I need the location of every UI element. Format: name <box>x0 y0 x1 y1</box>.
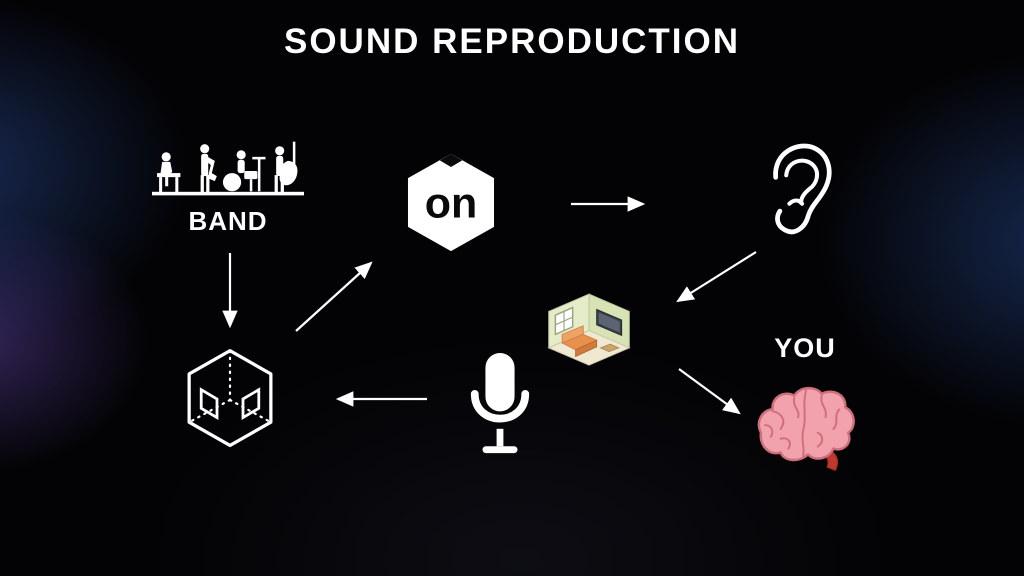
arrow-listening-room-to-brain <box>678 368 741 415</box>
band-node <box>152 138 304 198</box>
ear-node <box>763 137 839 243</box>
on-logo-cube-icon: on <box>407 153 495 252</box>
slide-title: SOUND REPRODUCTION <box>283 22 741 61</box>
arrow-room-model-to-logo <box>295 261 373 332</box>
on-logo-node: on <box>404 152 498 253</box>
room-model-node <box>183 347 277 451</box>
you-label: YOU <box>774 333 836 363</box>
microphone-icon <box>470 353 530 454</box>
band-silhouette-icon <box>152 141 304 196</box>
microphone-node <box>466 348 534 462</box>
ear-icon <box>773 143 832 235</box>
brain-icon <box>757 386 855 471</box>
listening-room-node <box>541 287 637 378</box>
living-room-icon <box>547 293 631 366</box>
on-logo-text: on <box>425 179 478 227</box>
band-label: BAND <box>188 206 268 236</box>
you-node <box>751 382 861 472</box>
room-cube-wireframe-icon <box>187 349 273 448</box>
arrow-ear-to-listening-room <box>676 251 757 303</box>
